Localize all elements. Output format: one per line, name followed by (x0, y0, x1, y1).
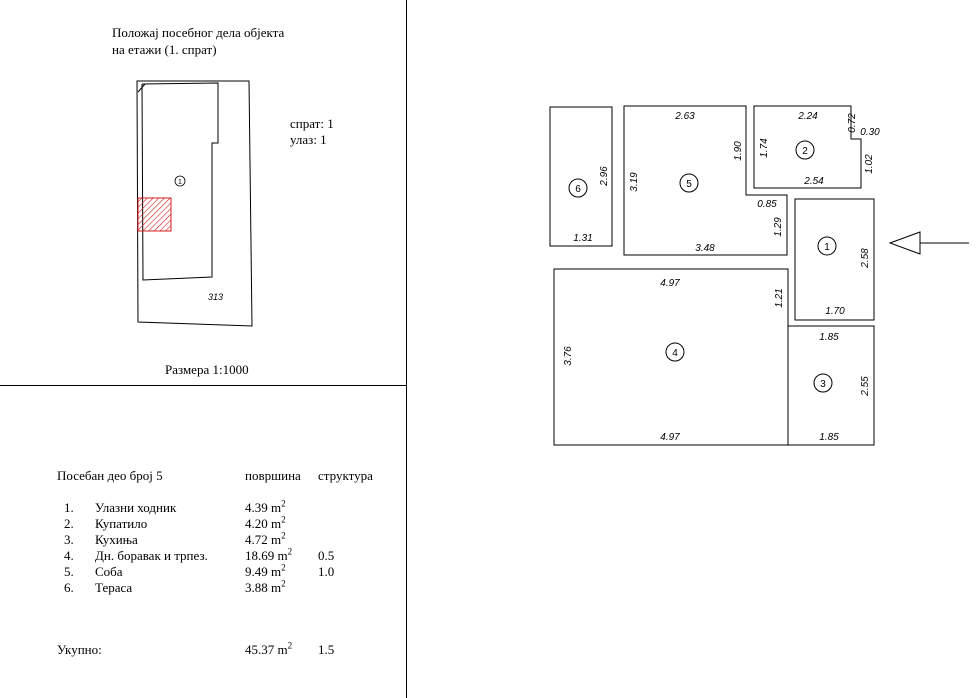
object-marker-label: 1 (178, 179, 182, 186)
dim-r5-bottom: 3.48 (695, 243, 715, 254)
floor-label: спрат: 1 (290, 116, 334, 131)
row-name: Купатило (95, 516, 148, 531)
row-num: 3. (64, 532, 74, 547)
room-3-marker (813, 373, 833, 393)
dim-r3-bottom: 1.85 (819, 432, 839, 443)
room-2-marker (795, 140, 815, 160)
dim-r4-bottom: 4.97 (660, 432, 680, 443)
dim-r3-top: 1.85 (819, 332, 839, 343)
dim-r6-width: 1.31 (573, 233, 592, 244)
dim-r5-notch-width: 0.85 (757, 199, 777, 210)
parcel-outline (136, 80, 253, 327)
dim-r4-top: 4.97 (660, 278, 680, 289)
dim-r4-right: 1.21 (774, 288, 785, 307)
row-area: 4.20 m2 (245, 514, 286, 531)
room-2-label: 2 (802, 146, 808, 157)
dim-r1-right: 2.58 (860, 248, 871, 269)
total-label: Укупно: (57, 642, 102, 657)
room-6-label: 6 (575, 184, 581, 195)
room-5-marker (679, 173, 699, 193)
row-structure: 1.0 (318, 564, 335, 579)
row-num: 6. (64, 580, 74, 595)
parcel-number: 313 (208, 292, 223, 302)
dim-r2-notch-a: 0.72 (847, 113, 858, 133)
room-4-marker (665, 342, 685, 362)
row-num: 1. (64, 500, 74, 515)
room-4-outline (553, 268, 789, 446)
dim-r5-right: 1.90 (733, 141, 744, 161)
dim-r5-left: 3.19 (629, 172, 640, 192)
unit-position-hatch (137, 197, 172, 232)
dim-r2-top: 2.24 (797, 111, 818, 122)
dim-r2-notch-b: 0.30 (860, 127, 880, 138)
row-area: 3.88 m2 (245, 578, 286, 595)
dim-r3-right: 2.55 (860, 376, 871, 397)
room-5-label: 5 (686, 179, 692, 190)
row-area: 9.49 m2 (245, 562, 286, 579)
room-6-outline (549, 106, 613, 247)
dim-r1-bottom: 1.70 (825, 306, 845, 317)
object-marker (174, 175, 186, 187)
dim-r2-left: 1.74 (759, 138, 770, 158)
table-header-area: површина (245, 468, 301, 483)
dim-r2-right: 1.02 (864, 154, 875, 174)
row-name: Тераса (95, 580, 133, 595)
row-name: Соба (95, 564, 123, 579)
dim-r4-left: 3.76 (563, 346, 574, 366)
row-area: 4.39 m2 (245, 498, 286, 515)
dim-r5-notch-height: 1.29 (773, 217, 784, 237)
total-structure: 1.5 (318, 642, 335, 657)
room-1-outline (794, 198, 875, 321)
row-area: 18.69 m2 (245, 546, 293, 563)
entrance-arrow-icon (888, 231, 969, 255)
floor-info: спрат: 1 улаз: 1 (290, 116, 334, 148)
room-1-label: 1 (824, 242, 830, 253)
table-header-part: Посебан део број 5 (57, 468, 163, 483)
dim-r2-bottom: 2.54 (803, 176, 824, 187)
row-num: 5. (64, 564, 74, 579)
room-2-outline (753, 105, 862, 189)
row-name: Дн. боравак и трпез. (95, 548, 208, 563)
row-num: 4. (64, 548, 74, 563)
row-name: Улазни ходник (95, 500, 177, 515)
vertical-divider (406, 0, 407, 698)
entrance-label: улаз: 1 (290, 132, 327, 147)
row-name: Кухиња (95, 532, 138, 547)
room-4-label: 4 (672, 348, 678, 359)
room-1-marker (817, 236, 837, 256)
table-header-structure: структура (318, 468, 373, 483)
floor-plan: 6 5 2 1 4 3 1.31 2.96 2.63 3.19 1.90 3.4… (549, 105, 969, 446)
scale-label: Размера 1:1000 (165, 362, 249, 377)
dim-r5-top: 2.63 (674, 111, 695, 122)
dim-r6-height: 2.96 (599, 166, 610, 187)
row-num: 2. (64, 516, 74, 531)
room-3-label: 3 (820, 379, 826, 390)
room-3-outline (787, 325, 875, 446)
room-5-outline (623, 105, 788, 256)
horizontal-divider (0, 385, 407, 386)
building-outline (141, 82, 219, 281)
row-structure: 0.5 (318, 548, 335, 563)
situation-title-line1: Положај посебног дела објекта (112, 25, 285, 40)
situation-title: Положај посебног дела објекта на етажи (… (112, 24, 284, 58)
situation-sketch: 1 313 (136, 80, 253, 327)
row-area: 4.72 m2 (245, 530, 286, 547)
situation-title-line2: на етажи (1. спрат) (112, 42, 217, 57)
total-area: 45.37 m2 (245, 640, 293, 657)
room-6-marker (568, 178, 588, 198)
